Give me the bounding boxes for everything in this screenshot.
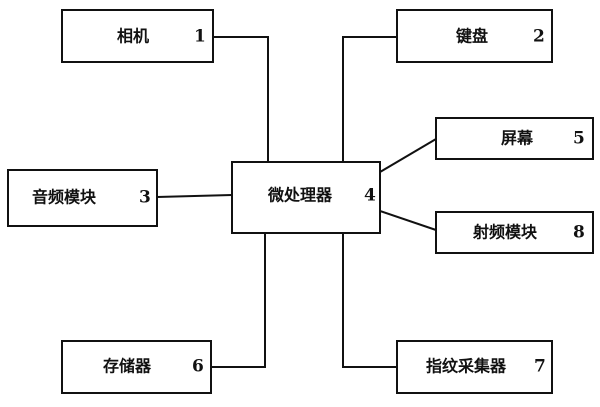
rf-module-label: 射频模块: [472, 223, 538, 242]
wire-storage-cpu: [211, 233, 266, 368]
keyboard-label: 键盘: [455, 27, 488, 46]
screen-label: 屏幕: [501, 129, 534, 148]
microprocessor-number: 4: [364, 186, 376, 206]
storage-number: 6: [192, 357, 204, 377]
rf-module-block: 射频模块 8: [435, 211, 594, 254]
fingerprint-collector-number: 7: [534, 357, 546, 377]
wire-camera-cpu: [213, 36, 269, 162]
fingerprint-collector-block: 指纹采集器 7: [396, 340, 553, 394]
microprocessor-block: 微处理器 4: [231, 161, 381, 234]
audio-module-label: 音频模块: [32, 188, 97, 207]
rf-module-number: 8: [573, 223, 585, 243]
microprocessor-label: 微处理器: [267, 186, 333, 205]
wire-cpu-rf: [379, 210, 437, 231]
keyboard-block: 键盘 2: [396, 9, 553, 63]
screen-number: 5: [573, 129, 585, 149]
keyboard-number: 2: [533, 27, 545, 47]
wire-fingerprint-cpu: [342, 233, 397, 368]
fingerprint-collector-label: 指纹采集器: [426, 357, 507, 376]
screen-block: 屏幕 5: [435, 117, 594, 160]
audio-module-number: 3: [139, 188, 151, 208]
camera-block: 相机 1: [61, 9, 214, 63]
storage-label: 存储器: [103, 357, 152, 376]
wire-cpu-screen: [379, 138, 437, 173]
connections: [156, 36, 437, 368]
audio-module-block: 音频模块 3: [7, 169, 158, 227]
camera-label: 相机: [117, 27, 149, 46]
wire-audio-cpu: [156, 194, 233, 198]
storage-block: 存储器 6: [61, 340, 212, 394]
camera-number: 1: [194, 27, 206, 47]
wire-keyboard-cpu: [342, 36, 397, 162]
